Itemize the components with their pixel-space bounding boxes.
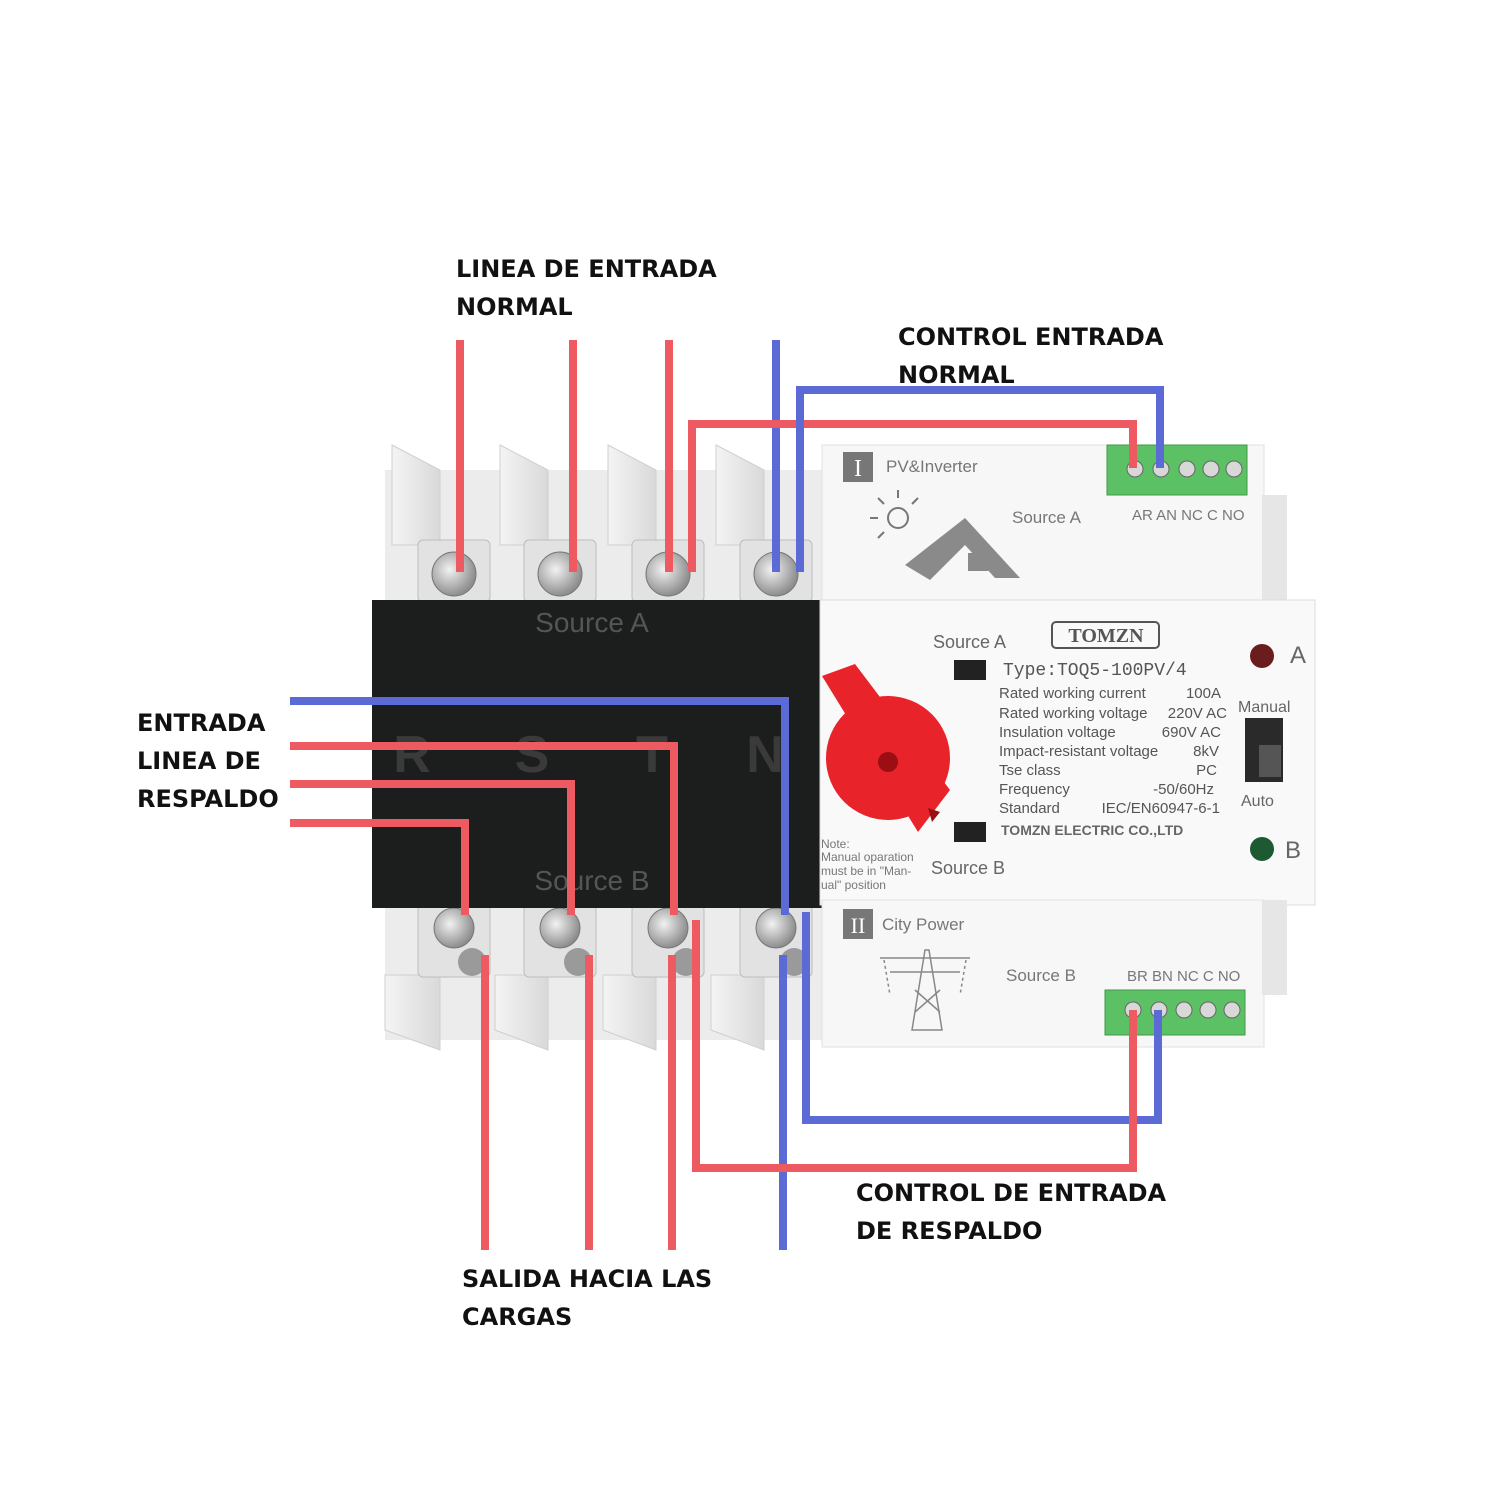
source-a-window: [954, 660, 986, 680]
roman-ii: II: [851, 913, 866, 938]
callout-line: NORMAL: [456, 293, 573, 321]
phase-label-s: S: [515, 726, 550, 784]
spec-name: Frequency: [999, 781, 1070, 798]
normal-control-wire-live: [688, 420, 1137, 572]
callout-line: CARGAS: [462, 1303, 573, 1331]
callout-line: CONTROL DE ENTRADA: [856, 1179, 1167, 1207]
spec-value: 690V AC: [1162, 724, 1221, 741]
note-line: must be in "Man-: [821, 864, 911, 878]
section-b-source: Source B: [1006, 966, 1076, 985]
spec-name: Insulation voltage: [999, 724, 1116, 741]
callout-line: NORMAL: [898, 361, 1015, 389]
section-a-source: Source A: [1012, 508, 1082, 527]
normal-control-wire-neutral: [796, 386, 1164, 572]
spec-value: PC: [1196, 762, 1217, 779]
backup-input-wire-n: [290, 697, 789, 915]
roman-i: I: [854, 456, 862, 482]
backup-input-wire-r: [290, 819, 469, 915]
backup-control-wire-live: [692, 920, 1137, 1172]
bottom-terminals: [417, 904, 813, 978]
callout-normal-control: CONTROL ENTRADA NORMAL: [898, 318, 1163, 394]
brand-logo: TOMZN: [1068, 625, 1144, 647]
panel-source-a: Source A: [535, 607, 649, 638]
roman-ii-badge: [843, 909, 873, 939]
wiring: [290, 340, 1164, 1250]
indicator-b-label: B: [1285, 837, 1301, 864]
manual-handle-knob[interactable]: [822, 664, 950, 832]
callout-backup-control: CONTROL DE ENTRADA DE RESPALDO: [856, 1174, 1166, 1250]
callout-line: LINEA DE: [137, 747, 261, 775]
spec-value: -50/60Hz: [1153, 781, 1214, 798]
callout-line: SALIDA HACIA LAS: [462, 1265, 713, 1293]
brand-logo-frame: [1051, 621, 1160, 649]
note-line: Note:: [821, 837, 850, 851]
spec-name: Impact-resistant voltage: [999, 743, 1158, 760]
control-terminal-block-a: [1106, 444, 1248, 496]
note-line: Manual oparation: [821, 850, 914, 864]
callout-backup-input: ENTRADA LINEA DE RESPALDO: [137, 704, 279, 818]
controller-module: I PV&Inverter Source A AR AN NC C NO Sou…: [819, 444, 1316, 1048]
backup-input-wire-s: [290, 780, 575, 915]
phase-label-n: N: [746, 726, 784, 784]
phase-label-t: T: [636, 726, 668, 784]
bottom-fins: [384, 974, 765, 1051]
spec-name: Rated working voltage: [999, 705, 1147, 722]
spec-list: Rated working current 100A Rated working…: [999, 685, 1227, 817]
roman-i-badge: [843, 452, 873, 482]
spec-value: IEC/EN60947-6-1: [1102, 800, 1220, 817]
callout-line: LINEA DE ENTRADA: [456, 255, 717, 283]
spec-value: 220V AC: [1168, 705, 1227, 722]
spec-name: Tse class: [999, 762, 1061, 779]
power-pylon-icon: [880, 949, 970, 1031]
callout-load-output: SALIDA HACIA LAS CARGAS: [462, 1260, 712, 1336]
spec-value: 100A: [1186, 685, 1221, 702]
backup-control-wire-neutral: [802, 912, 1162, 1124]
callout-line: DE RESPALDO: [856, 1217, 1043, 1245]
company-name: TOMZN ELECTRIC CO.,LTD: [1001, 822, 1183, 838]
callout-line: RESPALDO: [137, 785, 279, 813]
callout-line: CONTROL ENTRADA: [898, 323, 1164, 351]
spec-name: Rated working current: [999, 685, 1147, 702]
face-source-a: Source A: [933, 632, 1006, 652]
type-label: Type:TOQ5-100PV/4: [1003, 661, 1187, 681]
section-a-name: PV&Inverter: [886, 457, 978, 476]
spec-value: 8kV: [1193, 743, 1219, 760]
section-b-name: City Power: [882, 915, 965, 934]
indicator-a-led: [1250, 644, 1274, 668]
indicator-b-led: [1250, 837, 1274, 861]
breaker-body: Source A Source B R S T N: [372, 444, 830, 1051]
callout-line: ENTRADA: [137, 709, 266, 737]
control-terminal-block-b: [1104, 989, 1246, 1036]
phase-label-r: R: [393, 726, 431, 784]
mode-auto-label: Auto: [1241, 793, 1274, 810]
section-b-terminal-labels: BR BN NC C NO: [1127, 968, 1240, 985]
solar-house-icon: [870, 490, 1020, 580]
manual-operation-note: Note: Manual oparation must be in "Man- …: [821, 837, 914, 892]
spec-name: Standard: [999, 800, 1060, 817]
callout-normal-input: LINEA DE ENTRADA NORMAL: [456, 250, 717, 326]
source-b-window: [954, 822, 986, 842]
face-source-b: Source B: [931, 858, 1005, 878]
black-front-panel: [372, 600, 822, 908]
panel-source-b: Source B: [534, 865, 649, 896]
note-line: ual" position: [821, 878, 886, 892]
backup-input-wire-t: [290, 742, 678, 915]
mode-manual-label: Manual: [1238, 699, 1290, 716]
manual-auto-switch[interactable]: [1245, 718, 1283, 782]
indicator-a-label: A: [1290, 642, 1306, 669]
section-a-terminal-labels: AR AN NC C NO: [1132, 507, 1245, 524]
